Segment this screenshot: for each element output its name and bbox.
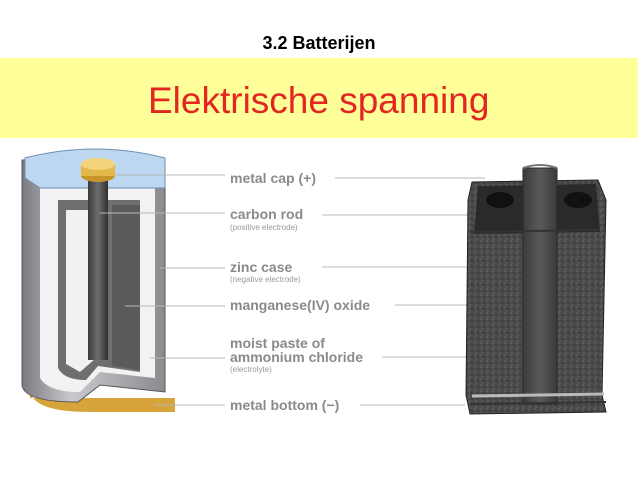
label-electrolyte-sub: (electrolyte)	[230, 365, 272, 374]
battery-photo	[465, 164, 607, 415]
label-zinc-case-sub: (negative electrode)	[230, 275, 301, 284]
label-manganese-oxide: manganese(IV) oxide	[230, 297, 370, 313]
slide-subtitle: 3.2 Batterijen	[262, 33, 376, 53]
label-carbon-rod: carbon rod	[230, 206, 303, 222]
battery-cutaway	[21, 148, 175, 412]
slide-title: Elektrische spanning	[148, 80, 490, 121]
label-zinc-case: zinc case	[230, 259, 292, 275]
label-carbon-rod-sub: (positive electrode)	[230, 223, 298, 232]
labels: metal cap (+) carbon rod (positive elect…	[230, 170, 370, 413]
metal-bottom-part	[30, 390, 175, 412]
title-band	[0, 58, 638, 138]
label-ammonium-chloride: ammonium chloride	[230, 349, 363, 365]
label-moist-paste: moist paste of	[230, 335, 325, 351]
label-metal-bottom: metal bottom (−)	[230, 397, 339, 413]
label-metal-cap: metal cap (+)	[230, 170, 316, 186]
